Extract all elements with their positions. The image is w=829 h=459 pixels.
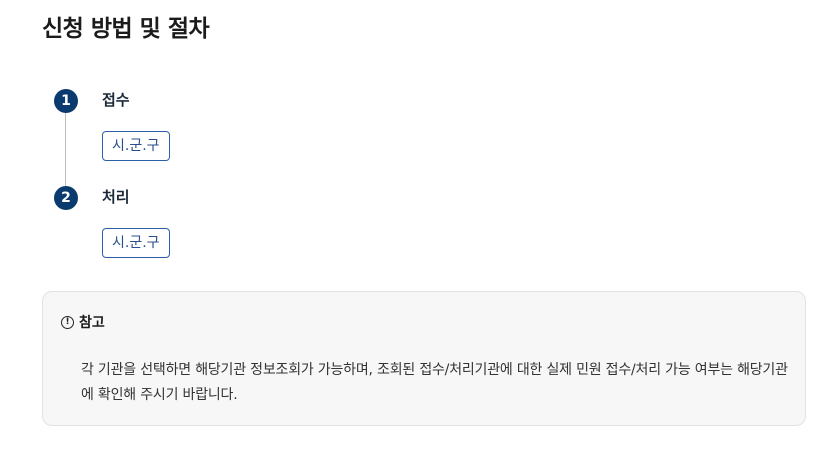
step-number-badge: 2 [54,186,78,210]
org-tag-processing[interactable]: 시.군.구 [102,228,170,258]
section-title: 신청 방법 및 절차 [42,16,210,42]
step-label-receipt: 접수 [102,91,130,109]
note-header: ! 참고 [61,312,105,332]
step-list: 1 접수 시.군.구 2 처리 시.군.구 [54,89,170,258]
note-box: ! 참고 각 기관을 선택하면 해당기관 정보조회가 가능하며, 조회된 접수/… [42,291,806,426]
note-title: 참고 [79,315,105,331]
step-number-badge: 1 [54,89,78,113]
info-circle-icon: ! [61,315,74,329]
org-tag-receipt[interactable]: 시.군.구 [102,131,170,161]
step-connector-line [65,103,66,198]
note-body-text: 각 기관을 선택하면 해당기관 정보조회가 가능하며, 조회된 접수/처리기관에… [81,362,788,403]
step-label-processing: 처리 [102,188,130,206]
